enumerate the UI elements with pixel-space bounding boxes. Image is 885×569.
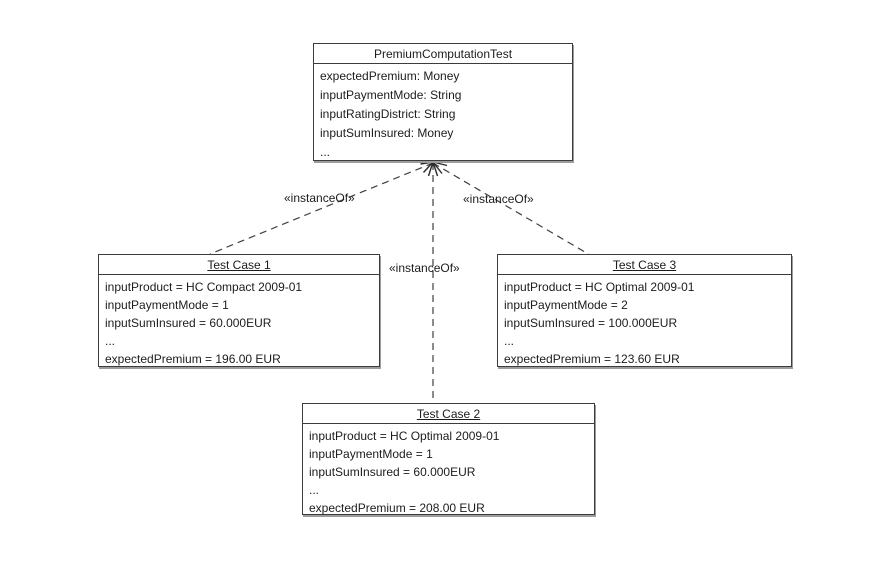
attribute-line: inputPaymentMode = 1 xyxy=(309,447,433,461)
attribute-line: inputProduct = HC Optimal 2009-01 xyxy=(309,429,500,443)
object-title: Test Case 2 xyxy=(303,404,594,424)
object-box-test-case-2: Test Case 2 inputProduct = HC Optimal 20… xyxy=(302,403,595,515)
class-box-premium-computation-test: PremiumComputationTest expectedPremium: … xyxy=(313,43,573,161)
attribute-line: expectedPremium = 196.00 EUR xyxy=(105,352,281,366)
attribute-line: expectedPremium = 208.00 EUR xyxy=(309,501,485,515)
stereotype-label-instanceof-right: «instanceOf» xyxy=(463,192,534,206)
attribute-line: inputPaymentMode = 1 xyxy=(105,298,229,312)
object-slots: inputProduct = HC Optimal 2009-01 inputPa… xyxy=(498,275,791,368)
attribute-line: inputRatingDistrict: String xyxy=(320,107,456,121)
instanceof-connector-testcase3 xyxy=(432,162,591,256)
class-attributes: expectedPremium: Money inputPaymentMode: … xyxy=(314,64,572,162)
attribute-line: ... xyxy=(105,334,116,348)
attribute-line: ... xyxy=(320,145,331,159)
object-title: Test Case 3 xyxy=(498,255,791,275)
attribute-line: inputPaymentMode: String xyxy=(320,88,462,102)
attribute-line: inputSumInsured = 60.000EUR xyxy=(105,316,272,330)
object-slots: inputProduct = HC Optimal 2009-01 inputPa… xyxy=(303,424,594,517)
attribute-line: inputPaymentMode = 2 xyxy=(504,298,628,312)
attribute-line: inputSumInsured = 60.000EUR xyxy=(309,465,476,479)
object-box-test-case-3: Test Case 3 inputProduct = HC Optimal 20… xyxy=(497,254,792,367)
stereotype-label-instanceof-left: «instanceOf» xyxy=(284,191,355,205)
attribute-line: inputSumInsured = 100.000EUR xyxy=(504,316,678,330)
object-box-test-case-1: Test Case 1 inputProduct = HC Compact 20… xyxy=(98,254,380,367)
attribute-line: inputSumInsured: Money xyxy=(320,126,454,140)
object-title: Test Case 1 xyxy=(99,255,379,275)
object-slots: inputProduct = HC Compact 2009-01 inputPa… xyxy=(99,275,379,368)
attribute-line: expectedPremium = 123.60 EUR xyxy=(504,352,680,366)
attribute-line: expectedPremium: Money xyxy=(320,69,460,83)
instanceof-connector-testcase1 xyxy=(209,162,434,255)
open-arrowhead-right xyxy=(431,160,448,174)
attribute-line: inputProduct = HC Compact 2009-01 xyxy=(105,280,303,294)
class-title: PremiumComputationTest xyxy=(314,44,572,64)
attribute-line: inputProduct = HC Optimal 2009-01 xyxy=(504,280,695,294)
attribute-line: ... xyxy=(309,483,320,497)
stereotype-label-instanceof-middle: «instanceOf» xyxy=(389,261,460,275)
attribute-line: ... xyxy=(504,334,515,348)
